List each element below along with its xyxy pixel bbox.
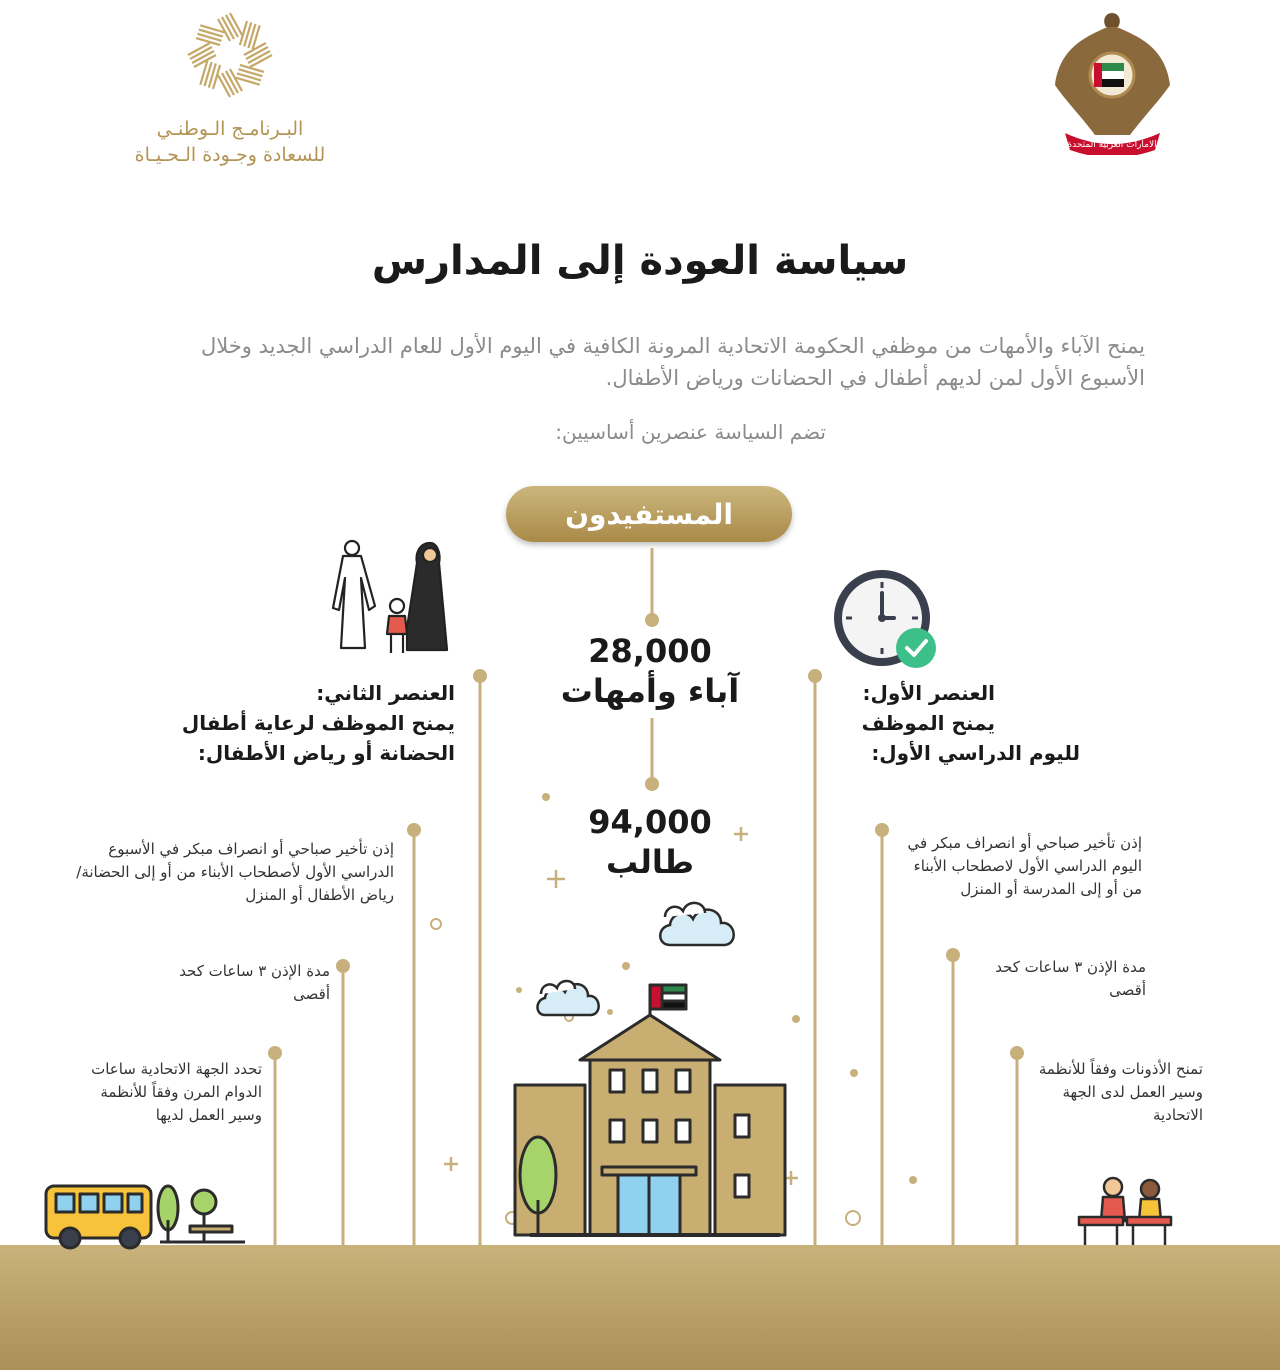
element2-title-line1: العنصر الثاني: bbox=[316, 681, 455, 705]
element2-title-line3: الحضانة أو رياض الأطفال: bbox=[197, 741, 455, 765]
clock-check-icon bbox=[834, 570, 936, 668]
beneficiaries-pill: المستفيدون bbox=[506, 486, 792, 542]
element1-title-line2: يمنح الموظف bbox=[861, 711, 995, 735]
students-desk-icon bbox=[1077, 1176, 1173, 1245]
school-bus-icon bbox=[44, 1184, 245, 1250]
element1-title: العنصر الأول: يمنح الموظف لليوم الدراسي … bbox=[830, 678, 1080, 768]
element2-title: العنصر الثاني: يمنح الموظف لرعاية أطفال … bbox=[100, 678, 455, 768]
element1-item-1: إذن تأخير صباحي أو انصراف مبكر في اليوم … bbox=[907, 834, 1142, 898]
policy-subhead: تضم السياسة عنصرين أساسيين: bbox=[555, 420, 826, 444]
element2-item-2: مدة الإذن ٣ ساعات كحد أقصى bbox=[179, 962, 330, 1003]
program-name-line2: للسعادة وجـودة الـحـيـاة bbox=[134, 144, 326, 166]
page-title: سياسة العودة إلى المدارس bbox=[371, 238, 909, 284]
cloud-icon bbox=[659, 901, 735, 947]
program-star-icon bbox=[186, 12, 274, 99]
uae-emblem-icon: الامارات العربية المتحدة bbox=[1055, 13, 1170, 155]
stat-students-label: طالب bbox=[605, 843, 695, 881]
emblem-text: الامارات العربية المتحدة bbox=[1067, 140, 1156, 150]
stat-parents-value: 28,000 bbox=[588, 632, 712, 670]
element2-title-line2: يمنح الموظف لرعاية أطفال bbox=[181, 711, 455, 735]
element1-item-3: تمنح الأذونات وفقاً للأنظمة وسير العمل ل… bbox=[1038, 1060, 1203, 1124]
cloud-icon bbox=[536, 979, 600, 1017]
program-logo: البـرنامـج الـوطنـي للسعادة وجـودة الـحـ… bbox=[70, 0, 390, 175]
element1-title-line1: العنصر الأول: bbox=[862, 681, 995, 705]
program-name-line1: البـرنامـج الـوطنـي bbox=[156, 118, 304, 140]
stat-students-value: 94,000 bbox=[588, 803, 712, 841]
intro-text: يمنح الآباء والأمهات من موظفي الحكومة ال… bbox=[200, 334, 1145, 390]
element1-item-2: مدة الإذن ٣ ساعات كحد أقصى bbox=[995, 958, 1146, 999]
element2-item-3: تحدد الجهة الاتحادية ساعات الدوام المرن … bbox=[91, 1060, 262, 1124]
family-icon bbox=[331, 539, 449, 653]
element2-item-1: إذن تأخير صباحي أو انصراف مبكر في الأسبو… bbox=[76, 840, 394, 904]
school-building-icon bbox=[513, 983, 787, 1237]
element1-title-line3: لليوم الدراسي الأول: bbox=[871, 741, 1080, 765]
ground-band bbox=[0, 1245, 1280, 1370]
stat-parents-label: آباء وأمهات bbox=[560, 672, 740, 710]
